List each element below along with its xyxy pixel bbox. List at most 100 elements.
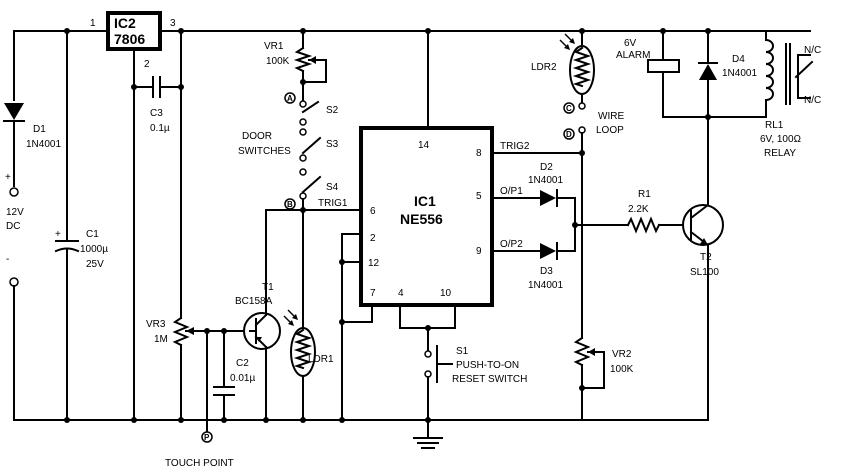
c3-value: 0.1µ <box>150 123 170 134</box>
s1-desc1: PUSH-TO-ON <box>456 360 519 371</box>
rl1-label: RL1 <box>765 120 784 131</box>
ic1-pin5: 5 <box>476 191 482 202</box>
node-b: B <box>287 200 293 209</box>
s2-label: S2 <box>326 105 339 116</box>
op1-label: O/P1 <box>500 186 523 197</box>
t1-part: BC158A <box>235 296 273 307</box>
ic1-pin10: 10 <box>440 288 452 299</box>
op2-label: O/P2 <box>500 239 523 250</box>
ic1-pin6: 6 <box>370 206 376 217</box>
vr3-value: 1M <box>154 334 168 345</box>
door-label: DOOR <box>242 131 272 142</box>
s1-reset-switch <box>424 345 453 423</box>
s3-label: S3 <box>326 139 339 150</box>
ldr2-label: LDR2 <box>531 62 557 73</box>
ic1-pin9: 9 <box>476 246 482 257</box>
ic1-pin8: 8 <box>476 148 482 159</box>
ic1-pin7: 7 <box>370 288 376 299</box>
c1-plus: + <box>55 229 61 240</box>
d2-part: 1N4001 <box>528 175 563 186</box>
c2-label: C2 <box>236 358 249 369</box>
ic2-pin2: 2 <box>144 59 150 70</box>
node-a: A <box>287 94 293 103</box>
ldr1-sensor <box>283 209 316 423</box>
t2-transistor <box>682 116 724 301</box>
vr1-value: 100K <box>266 56 290 67</box>
s4-label: S4 <box>326 182 339 193</box>
rl1-rating: 6V, 100Ω <box>760 134 801 145</box>
supply-type: DC <box>6 221 20 232</box>
ground-symbol <box>413 419 443 449</box>
touch-point-label: TOUCH POINT <box>165 458 234 469</box>
ic1-pin4: 4 <box>398 288 404 299</box>
alarm-label: ALARM <box>616 50 650 61</box>
supply-voltage: 12V <box>6 207 24 218</box>
rl1-relay <box>764 30 814 118</box>
d2-diode <box>491 189 576 207</box>
relay-label: RELAY <box>764 148 796 159</box>
s1-desc2: RESET SWITCH <box>452 374 527 385</box>
ic1-ne556 <box>359 126 494 307</box>
vr2-value: 100K <box>610 364 634 375</box>
touch-point-node <box>201 431 213 443</box>
plus-sign: + <box>5 172 11 183</box>
ic1-pin14: 14 <box>418 140 430 151</box>
s1-label: S1 <box>456 346 469 357</box>
d3-diode <box>491 197 629 260</box>
ic2-pin3: 3 <box>170 18 176 29</box>
node-b-marker <box>284 198 296 210</box>
t1-transistor <box>243 209 281 423</box>
trig2-wire <box>491 132 585 339</box>
alarm-voltage: 6V <box>624 38 637 49</box>
c1-label: C1 <box>86 229 99 240</box>
d1-label: D1 <box>33 124 46 135</box>
ldr2-sensor <box>559 28 595 103</box>
t1-label: T1 <box>262 282 274 293</box>
trig1-label: TRIG1 <box>318 198 348 209</box>
ic1-part: NE556 <box>400 211 443 227</box>
r1-label: R1 <box>638 189 651 200</box>
r1-resistor <box>626 216 691 234</box>
ic1-pin12: 12 <box>368 258 380 269</box>
node-c-marker <box>563 102 575 114</box>
vr1-label: VR1 <box>264 41 284 52</box>
door-switches <box>299 91 322 211</box>
ic2-pin1: 1 <box>90 18 96 29</box>
d1-part: 1N4001 <box>26 139 61 150</box>
node-p: P <box>204 433 210 442</box>
d4-label: D4 <box>732 54 745 65</box>
wire-label: WIRE <box>598 111 624 122</box>
d4-diode <box>698 28 718 118</box>
vr1-potentiometer <box>293 28 327 93</box>
vr3-label: VR3 <box>146 319 166 330</box>
d3-part: 1N4001 <box>528 280 563 291</box>
ic1-pin2: 2 <box>370 233 376 244</box>
c2-capacitor <box>204 328 235 433</box>
c1-value: 1000µ <box>80 244 108 255</box>
ldr1-label: LDR1 <box>308 354 334 365</box>
t2-part: SL100 <box>690 267 719 278</box>
vr3-potentiometer <box>172 28 251 423</box>
minus-sign: - <box>6 254 9 265</box>
supply-branch <box>3 30 25 421</box>
loop-label: LOOP <box>596 125 624 136</box>
relay-nc-bottom: N/C <box>804 95 821 106</box>
node-a-marker <box>284 92 296 104</box>
trig2-label: TRIG2 <box>500 141 530 152</box>
c3-label: C3 <box>150 108 163 119</box>
d2-label: D2 <box>540 162 553 173</box>
r1-value: 2.2K <box>628 204 649 215</box>
ic2-label: IC2 <box>114 15 136 31</box>
c1-voltage: 25V <box>86 259 104 270</box>
supply-positive-terminal <box>9 187 19 197</box>
vr2-label: VR2 <box>612 349 632 360</box>
ic2-part: 7806 <box>114 31 145 47</box>
vr2-potentiometer <box>573 336 605 421</box>
t2-label: T2 <box>700 252 712 263</box>
ic1-wiring <box>339 28 456 423</box>
switches-label: SWITCHES <box>238 146 291 157</box>
ic1-label: IC1 <box>414 193 436 209</box>
c3-capacitor <box>133 76 184 98</box>
relay-nc-top: N/C <box>804 45 821 56</box>
